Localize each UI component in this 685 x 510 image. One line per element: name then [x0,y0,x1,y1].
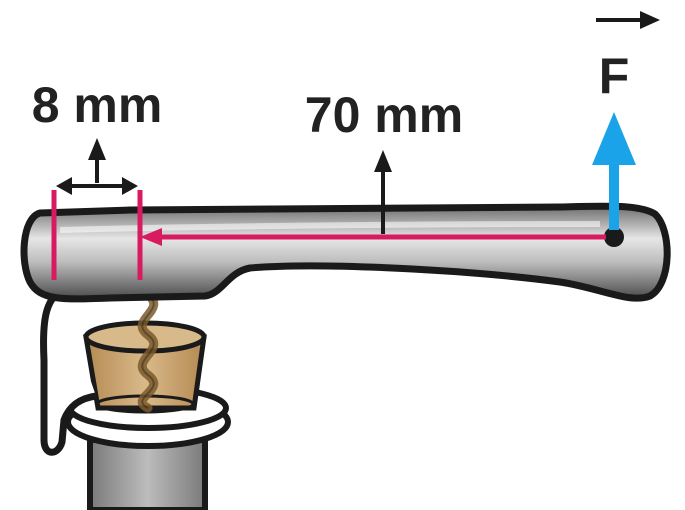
label-8mm: 8 mm [32,77,163,133]
force-arrow [592,112,636,230]
force-symbol: F [599,48,630,104]
hook-arm [40,288,97,456]
corkscrew-worm [137,290,159,413]
force-label: F [596,11,660,104]
pivot-point [604,227,624,247]
dimension-70mm [140,150,606,246]
label-70mm: 70 mm [305,87,463,143]
dimension-8mm [51,138,143,280]
lever-handle [20,202,671,303]
